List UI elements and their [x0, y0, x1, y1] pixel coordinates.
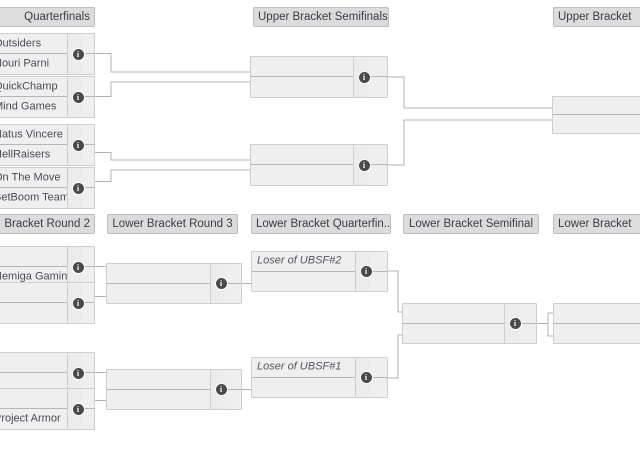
team-name: Mind Games: [0, 100, 57, 113]
match-lbr2-4[interactable]: Project Armor i: [0, 388, 95, 430]
match-lbf1[interactable]: [553, 303, 640, 344]
round-header-upper-final[interactable]: Upper Bracket: [553, 7, 640, 27]
round-header-upper-quarterfinals[interactable]: Quarterfinals: [0, 7, 95, 27]
match-slot-top[interactable]: [107, 370, 241, 390]
info-icon[interactable]: i: [72, 261, 84, 273]
match-slot-top[interactable]: [553, 97, 640, 115]
team-name: Project Armor: [0, 412, 61, 425]
round-header-lower-round-2[interactable]: Bracket Round 2: [0, 214, 95, 234]
info-icon[interactable]: i: [360, 372, 372, 383]
match-slot-bottom[interactable]: [553, 115, 640, 133]
team-name: QuickChamp: [0, 80, 58, 92]
info-icon[interactable]: i: [215, 384, 227, 395]
info-icon[interactable]: i: [72, 367, 84, 379]
match-ubqf1[interactable]: OutsidersNouri Parni i: [0, 33, 95, 75]
match-lbr3-1[interactable]: i: [106, 263, 242, 304]
match-ubsf2[interactable]: i: [250, 144, 388, 186]
team-name: Loser of UBSF#2: [257, 254, 342, 267]
round-header-lower-quarterfinals[interactable]: Lower Bracket Quarterfin...: [251, 214, 391, 234]
round-header-lower-round-3[interactable]: Lower Bracket Round 3: [107, 214, 238, 234]
match-lbqf1[interactable]: Loser of UBSF#2 i: [251, 251, 388, 292]
match-slot-bottom[interactable]: [107, 283, 241, 303]
round-header-lower-semifinal[interactable]: Lower Bracket Semifinal: [403, 214, 539, 234]
match-ubqf3[interactable]: Natus VincereHellRaisers i: [0, 124, 95, 166]
info-icon[interactable]: i: [72, 139, 84, 151]
match-lbqf2[interactable]: Loser of UBSF#1 i: [251, 357, 388, 398]
info-icon[interactable]: i: [72, 48, 84, 60]
team-name: Nemiga Gaming: [0, 270, 74, 283]
match-slot-bottom[interactable]: [252, 271, 387, 291]
match-slot-top[interactable]: Loser of UBSF#2: [252, 252, 387, 272]
team-name: On The Move: [0, 171, 61, 183]
round-header-upper-semifinals[interactable]: Upper Bracket Semifinals: [253, 7, 389, 27]
info-icon[interactable]: i: [509, 318, 521, 329]
match-lbsf1[interactable]: i: [402, 303, 537, 344]
match-slot-bottom[interactable]: [107, 389, 241, 409]
info-icon[interactable]: i: [72, 182, 84, 194]
team-name: HellRaisers: [0, 148, 51, 161]
info-icon[interactable]: i: [358, 71, 370, 83]
match-slot-top[interactable]: Loser of UBSF#1: [252, 358, 387, 378]
match-slot-bottom[interactable]: [403, 323, 536, 343]
match-slot-top[interactable]: [554, 304, 640, 324]
match-ubsf1[interactable]: i: [250, 56, 388, 98]
info-icon[interactable]: i: [360, 266, 372, 277]
match-ubf1[interactable]: [552, 96, 640, 134]
match-lbr2-2[interactable]: i: [0, 282, 95, 324]
info-icon[interactable]: i: [215, 278, 227, 289]
team-name: BetBoom Team: [0, 191, 70, 204]
team-name: Nouri Parni: [0, 57, 50, 70]
round-header-lower-final[interactable]: Lower Bracket: [553, 214, 640, 234]
info-icon[interactable]: i: [358, 159, 370, 171]
info-icon[interactable]: i: [72, 91, 84, 103]
info-icon[interactable]: i: [72, 403, 84, 415]
match-slot-top[interactable]: [403, 304, 536, 324]
match-slot-bottom[interactable]: [252, 377, 387, 397]
team-name: Outsiders: [0, 37, 42, 49]
info-icon[interactable]: i: [72, 297, 84, 309]
match-slot-bottom[interactable]: [554, 323, 640, 343]
team-name: Loser of UBSF#1: [257, 360, 342, 373]
match-lbr3-2[interactable]: i: [106, 369, 242, 410]
team-name: Natus Vincere: [0, 128, 63, 140]
match-slot-top[interactable]: [107, 264, 241, 284]
